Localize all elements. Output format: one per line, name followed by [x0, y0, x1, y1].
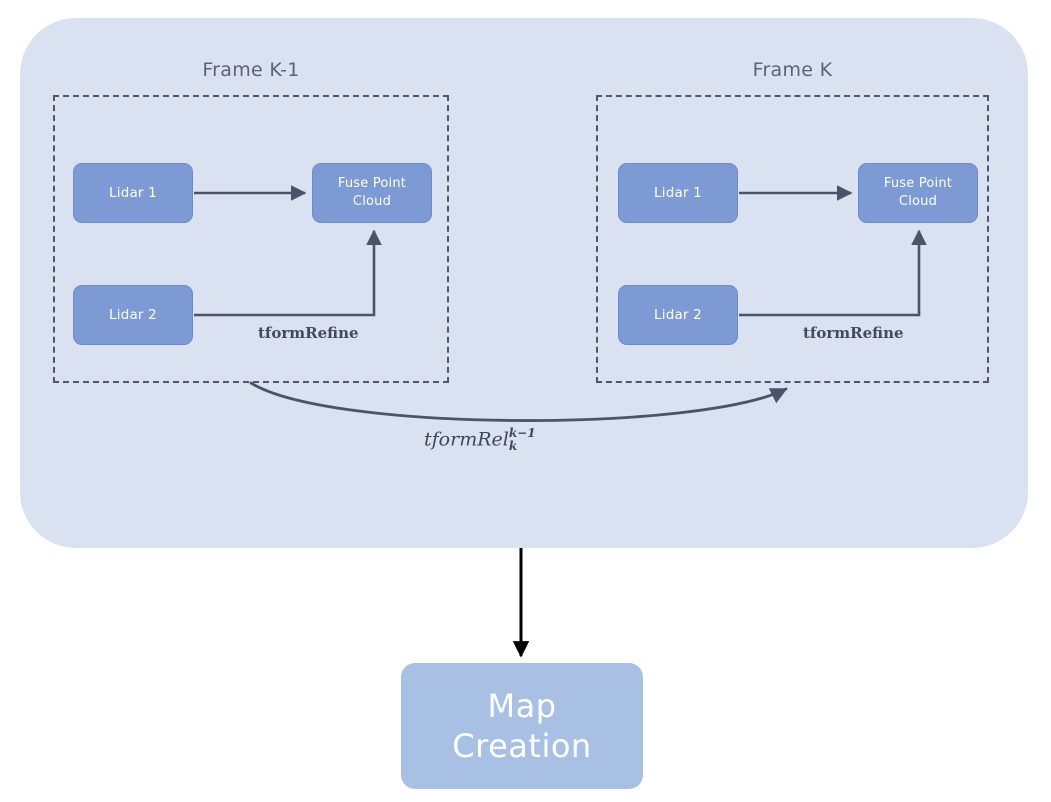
frame-k-title: Frame K: [752, 59, 833, 81]
tformrel-subscript: k: [508, 439, 518, 453]
node-frame-k-minus-1-lidar-2[interactable]: Lidar 2: [73, 285, 193, 345]
node-frame-k-lidar-1[interactable]: Lidar 1: [618, 163, 738, 223]
node-label: Lidar 1: [109, 184, 157, 201]
node-label: Lidar 1: [654, 184, 702, 201]
node-label-line-2: Cloud: [898, 194, 938, 209]
node-label-line-2: Creation: [452, 727, 592, 765]
node-label-multiline: Map Creation: [452, 686, 591, 766]
node-frame-k-lidar-2[interactable]: Lidar 2: [618, 285, 738, 345]
tformrel-base: tformRel: [424, 428, 509, 451]
node-label: Lidar 2: [109, 306, 157, 323]
node-label-multiline: Fuse Point Cloud: [884, 175, 952, 210]
node-label-line-1: Fuse Point: [883, 176, 953, 192]
node-frame-k-fuse-point-cloud[interactable]: Fuse Point Cloud: [858, 163, 978, 223]
node-label-line-1: Map: [487, 687, 557, 725]
node-label-line-1: Fuse Point: [337, 176, 407, 192]
frame-k-group-box: [596, 95, 989, 383]
node-frame-k-minus-1-fuse-point-cloud[interactable]: Fuse Point Cloud: [312, 163, 432, 223]
frame-k-minus-1-title: Frame K-1: [202, 59, 300, 81]
node-label: Lidar 2: [654, 306, 702, 323]
tformrel-superscript: k−1: [508, 426, 536, 440]
edge-label-frame-k-tformrefine: tformRefine: [803, 324, 904, 342]
edge-label-frame-k-minus-1-tformrefine: tformRefine: [258, 324, 359, 342]
node-map-creation[interactable]: Map Creation: [401, 663, 643, 789]
node-label-multiline: Fuse Point Cloud: [338, 175, 406, 210]
node-frame-k-minus-1-lidar-1[interactable]: Lidar 1: [73, 163, 193, 223]
node-label-line-2: Cloud: [352, 194, 392, 209]
